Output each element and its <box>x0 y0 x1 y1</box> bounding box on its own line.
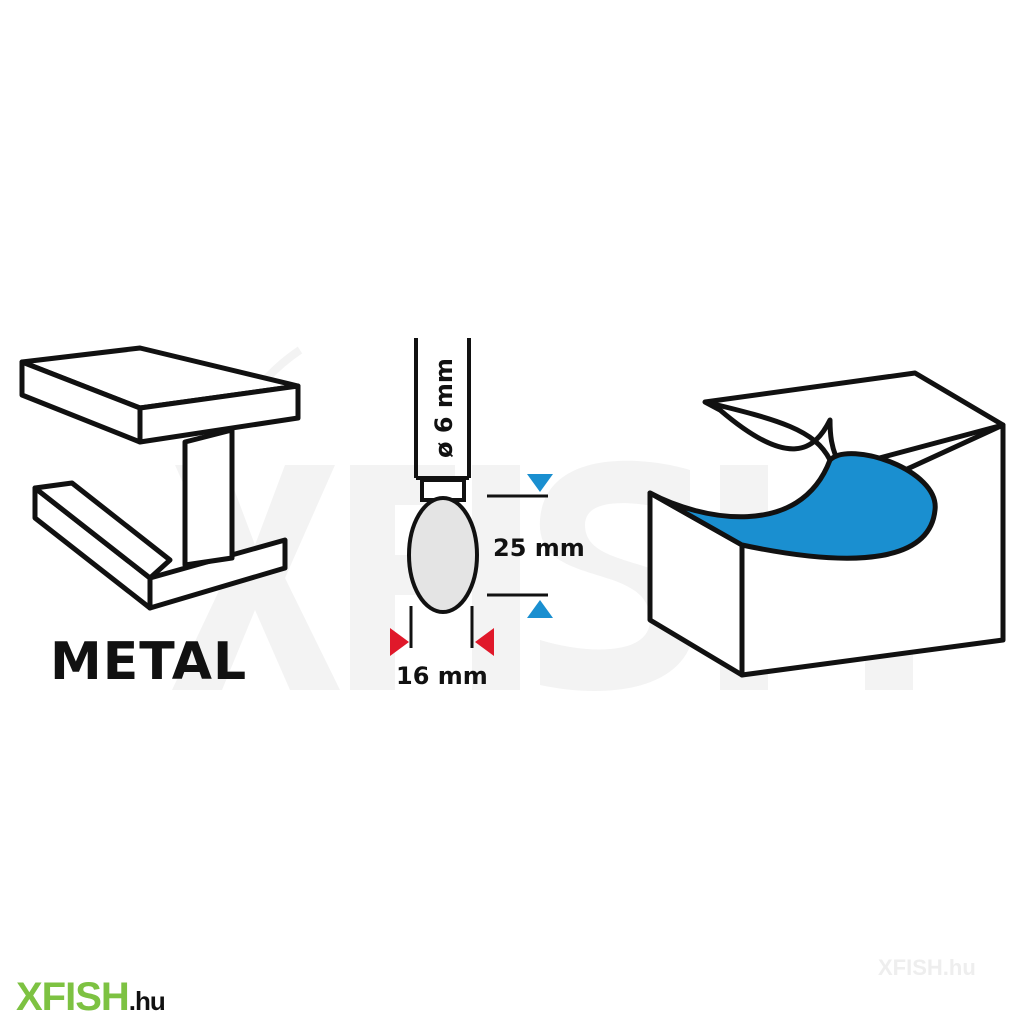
material-label: METAL <box>50 632 248 692</box>
head-length-label: 25 mm <box>493 534 585 562</box>
arrow-down-blue-icon <box>527 474 553 492</box>
arrow-left-red-icon <box>475 628 494 656</box>
arrow-up-blue-icon <box>527 600 553 618</box>
xfish-logo: XFISH.hu <box>16 975 166 1020</box>
i-beam-icon <box>19 345 301 611</box>
arrow-right-red-icon <box>390 628 409 656</box>
head-diameter-label: 16 mm <box>396 662 488 690</box>
profiled-block-icon <box>647 370 1006 678</box>
dimension-markers <box>390 474 553 656</box>
shank-diameter-label: ø 6 mm <box>430 358 458 458</box>
logo-suffix: .hu <box>128 986 166 1016</box>
grinding-bit-icon <box>407 338 479 614</box>
logo-brand: XFISH <box>16 975 130 1019</box>
faint-logo: XFISH.hu <box>878 955 976 980</box>
